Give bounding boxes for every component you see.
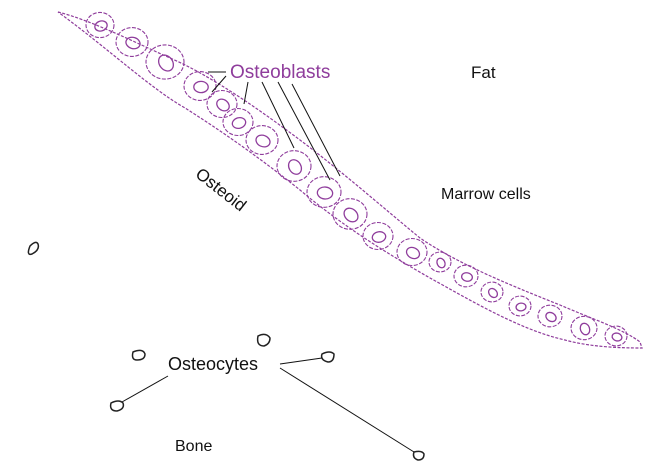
osteoblast-cell (397, 239, 427, 266)
osteoblasts-label: Osteoblasts (230, 63, 330, 82)
osteoblast-cell (509, 296, 531, 316)
osteoblast-cell (116, 28, 148, 57)
osteoblast-cell (307, 177, 341, 208)
osteoblast-nucleus (405, 245, 422, 260)
osteoblast-nucleus (435, 257, 446, 269)
osteoblast-nucleus (487, 287, 499, 300)
osteoblast-nucleus (156, 52, 177, 74)
osteoblast-cell (363, 223, 393, 250)
osteoblast-cell (184, 72, 216, 101)
osteoblast-cell (277, 151, 311, 182)
osteoblast-cell (605, 326, 627, 346)
osteoblast-cell (86, 12, 114, 37)
bone-label: Bone (175, 439, 212, 455)
osteoblast-nucleus (286, 157, 304, 176)
osteoblast-cell (429, 252, 451, 272)
osteoblast-nucleus (93, 19, 108, 33)
osteoblast-nucleus (254, 133, 272, 149)
osteoblast-cell (207, 91, 237, 118)
osteoblast-nucleus (461, 272, 473, 282)
osteoblast-nucleus (516, 303, 527, 312)
osteoblast-leaders (208, 72, 340, 180)
osteoblast-cell (571, 316, 597, 339)
osteoblast-nucleus (341, 205, 360, 224)
marrow-cells-label: Marrow cells (441, 187, 531, 203)
osteoblast-cell (481, 282, 503, 302)
osteoblast-nucleus (611, 332, 623, 342)
osteoblast-cell (454, 265, 478, 287)
osteoblast-nucleus (579, 322, 592, 336)
osteoblast-nucleus (317, 186, 333, 199)
osteoblast-cell (333, 199, 367, 230)
osteoblast-cells (86, 12, 627, 346)
osteocyte-cells (28, 242, 424, 460)
osteoblast-nucleus (544, 311, 558, 324)
osteoblast-nucleus (194, 81, 209, 92)
osteoblast-cell (246, 126, 278, 155)
osteoblast-nucleus (231, 116, 247, 130)
osteoblast-nucleus (371, 231, 386, 244)
osteocytes-label: Osteocytes (168, 355, 258, 373)
fat-label: Fat (471, 64, 496, 81)
osteocyte-leaders (122, 358, 414, 452)
osteoblast-cell (538, 305, 562, 327)
